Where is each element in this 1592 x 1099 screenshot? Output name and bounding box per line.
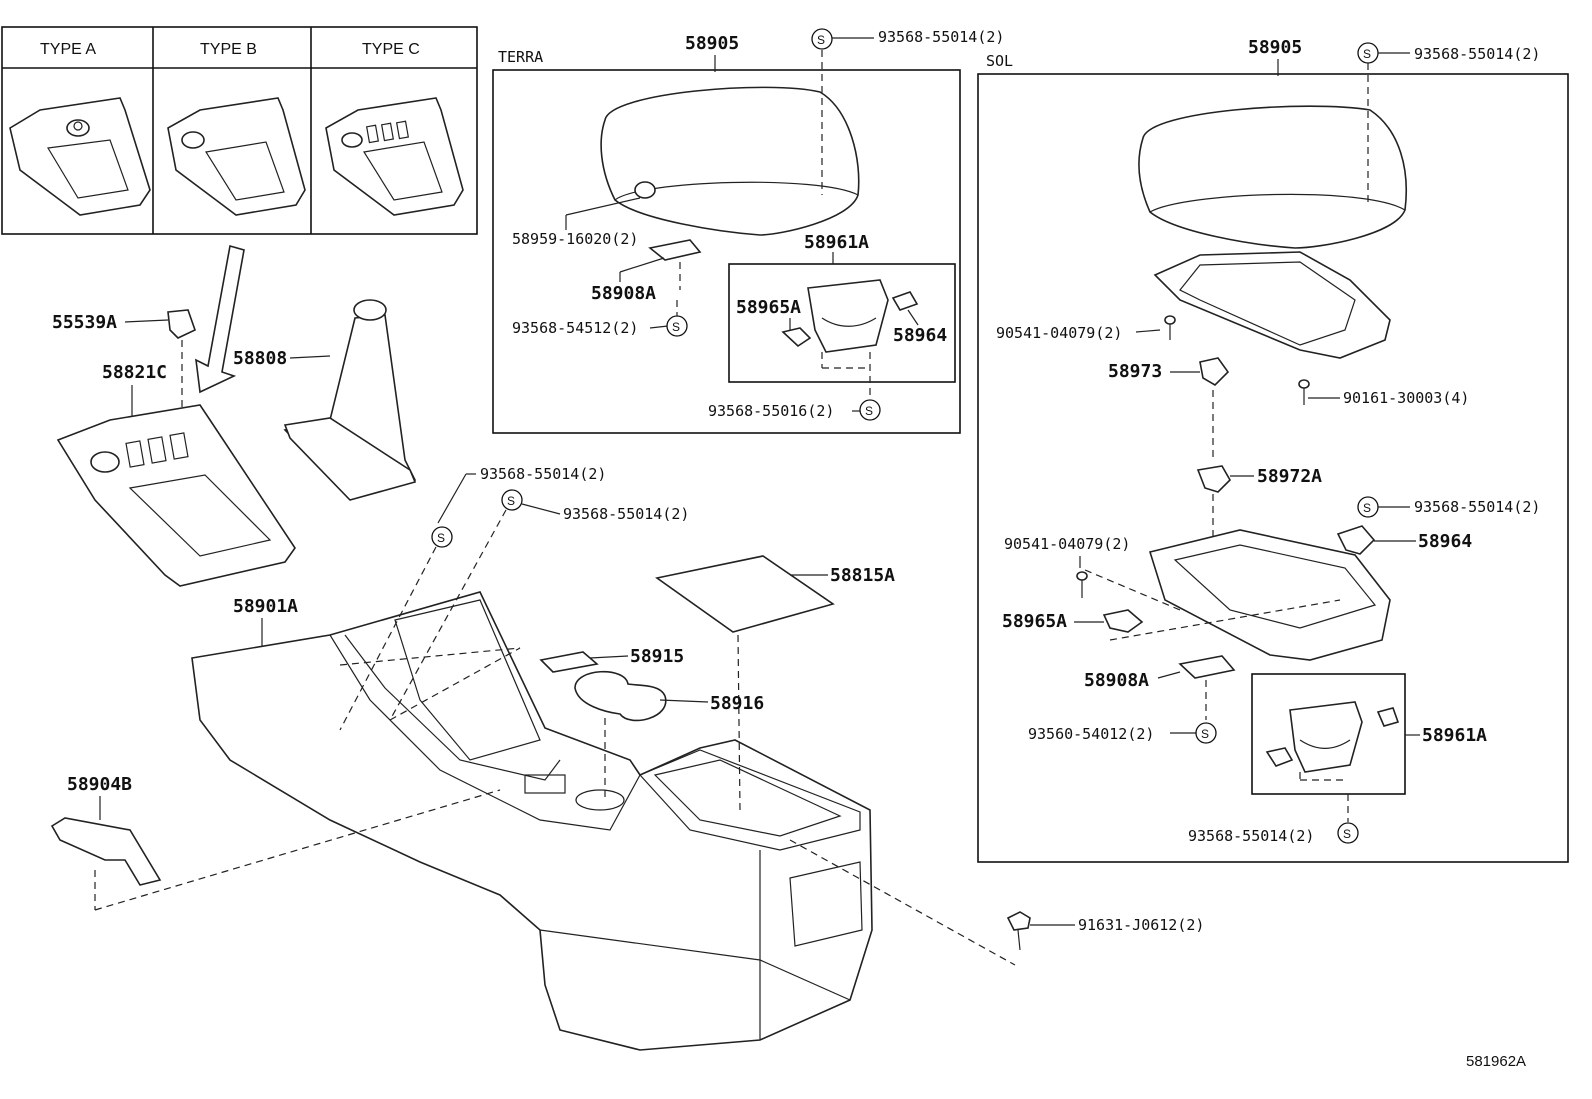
part-sol-58965a [1102,609,1144,633]
type-a-shift-panel [9,97,151,216]
part-sol-90541-screw-a [1164,315,1176,340]
label-55539a: 55539A [52,312,117,333]
part-58821c-shift-panel [56,404,296,587]
label-sol-90161-30003: 90161-30003(4) [1343,389,1469,407]
svg-text:S: S [437,531,445,545]
part-58808-shift-boot [283,299,417,501]
terra-58961a-box [728,263,956,383]
label-93568-54512: 93568-54512(2) [512,319,638,337]
svg-text:S: S [507,494,515,508]
part-sol-58908a-lock [1178,655,1236,679]
label-terra-93568-55014: 93568-55014(2) [878,28,1004,46]
svg-text:S: S [1201,727,1209,741]
sol-group-box [977,73,1569,863]
part-sol-90161-screw [1298,379,1310,405]
part-terra-58965a [781,327,812,348]
label-sol-58965a: 58965A [1002,611,1067,632]
s-symbol-c1: S [431,526,453,548]
part-58916-cup-mat [574,670,667,722]
type-c-shift-panel [325,97,464,216]
svg-text:S: S [1343,827,1351,841]
type-a-header: TYPE A [40,41,96,58]
label-sol-58961a: 58961A [1422,725,1487,746]
label-91631-j0612: 91631-J0612(2) [1078,916,1204,934]
part-sol-58972a [1196,465,1231,493]
type-b-header: TYPE B [200,41,257,58]
terra-label: TERRA [498,48,543,66]
s-symbol-sol-mid: S [1357,496,1379,518]
label-58901a: 58901A [233,596,298,617]
label-93568-55014-c1: 93568-55014(2) [480,465,606,483]
s-symbol-terra-55016: S [859,399,881,421]
s-symbol-sol-top: S [1357,42,1379,64]
label-93568-55014-c2: 93568-55014(2) [563,505,689,523]
s-symbol-sol-54012: S [1195,722,1217,744]
part-sol-armrest-inner [1153,251,1391,359]
part-terra-58905-armrest-lid [600,86,860,236]
label-sol-93568-55014-top: 93568-55014(2) [1414,45,1540,63]
part-terra-58961a-hinge [807,279,889,353]
part-58901a-console-body [191,591,873,1051]
label-sol-58972a: 58972A [1257,466,1322,487]
label-58959-16020: 58959-16020(2) [512,230,638,248]
part-58815a-mat [655,555,835,633]
label-58904b: 58904B [67,774,132,795]
sol-58961a-box [1251,673,1406,795]
part-sol-58961a-clip-right [1376,707,1400,727]
direction-arrow [195,244,245,394]
s-symbol-terra-top: S [811,28,833,50]
part-sol-58961a-clip-left [1265,747,1294,767]
type-table: TYPE A TYPE B TYPE C [1,26,478,235]
svg-text:S: S [672,320,680,334]
part-sol-90541-screw-b [1076,571,1088,598]
part-58915-pad [539,651,599,673]
terra-group-box [492,69,961,434]
label-93568-55016: 93568-55016(2) [708,402,834,420]
s-symbol-c2: S [501,489,523,511]
label-sol-58973: 58973 [1108,361,1162,382]
part-91631-bolt [1006,911,1031,951]
label-58915: 58915 [630,646,684,667]
label-terra-58905: 58905 [685,33,739,54]
part-sol-58973 [1199,357,1230,387]
s-symbol-terra-54512: S [666,315,688,337]
label-58821c: 58821C [102,362,167,383]
part-sol-console-box [1148,529,1391,661]
label-sol-93568-55014-bot: 93568-55014(2) [1188,827,1314,845]
label-terra-58961a: 58961A [804,232,869,253]
label-sol-58905: 58905 [1248,37,1302,58]
label-58808: 58808 [233,348,287,369]
label-sol-93560-54012: 93560-54012(2) [1028,725,1154,743]
type-c-header: TYPE C [362,41,420,58]
svg-text:S: S [1363,501,1371,515]
diagram-reference: 581962A [1466,1053,1526,1070]
part-sol-58905-armrest-lid [1138,105,1408,249]
part-55539a [167,309,196,339]
s-symbol-sol-bot: S [1337,822,1359,844]
label-terra-58964: 58964 [893,325,947,346]
svg-text:S: S [817,33,825,47]
label-sol-90541-b: 90541-04079(2) [1004,535,1130,553]
label-terra-58965a: 58965A [736,297,801,318]
label-58916: 58916 [710,693,764,714]
part-58959-cushion [634,181,656,199]
part-58904b-trim [50,817,162,886]
part-sol-58961a-hinge [1289,701,1363,773]
part-terra-58908a-lock [648,239,702,261]
label-sol-58908a: 58908A [1084,670,1149,691]
label-58815a: 58815A [830,565,895,586]
part-terra-58964 [891,291,919,311]
label-sol-93568-55014-mid: 93568-55014(2) [1414,498,1540,516]
type-b-shift-panel [167,97,306,216]
svg-text:S: S [1363,47,1371,61]
sol-label: SOL [986,52,1013,70]
label-sol-90541-a: 90541-04079(2) [996,324,1122,342]
label-terra-58908a: 58908A [591,283,656,304]
part-sol-58964 [1336,525,1376,555]
label-sol-58964: 58964 [1418,531,1472,552]
svg-text:S: S [865,404,873,418]
